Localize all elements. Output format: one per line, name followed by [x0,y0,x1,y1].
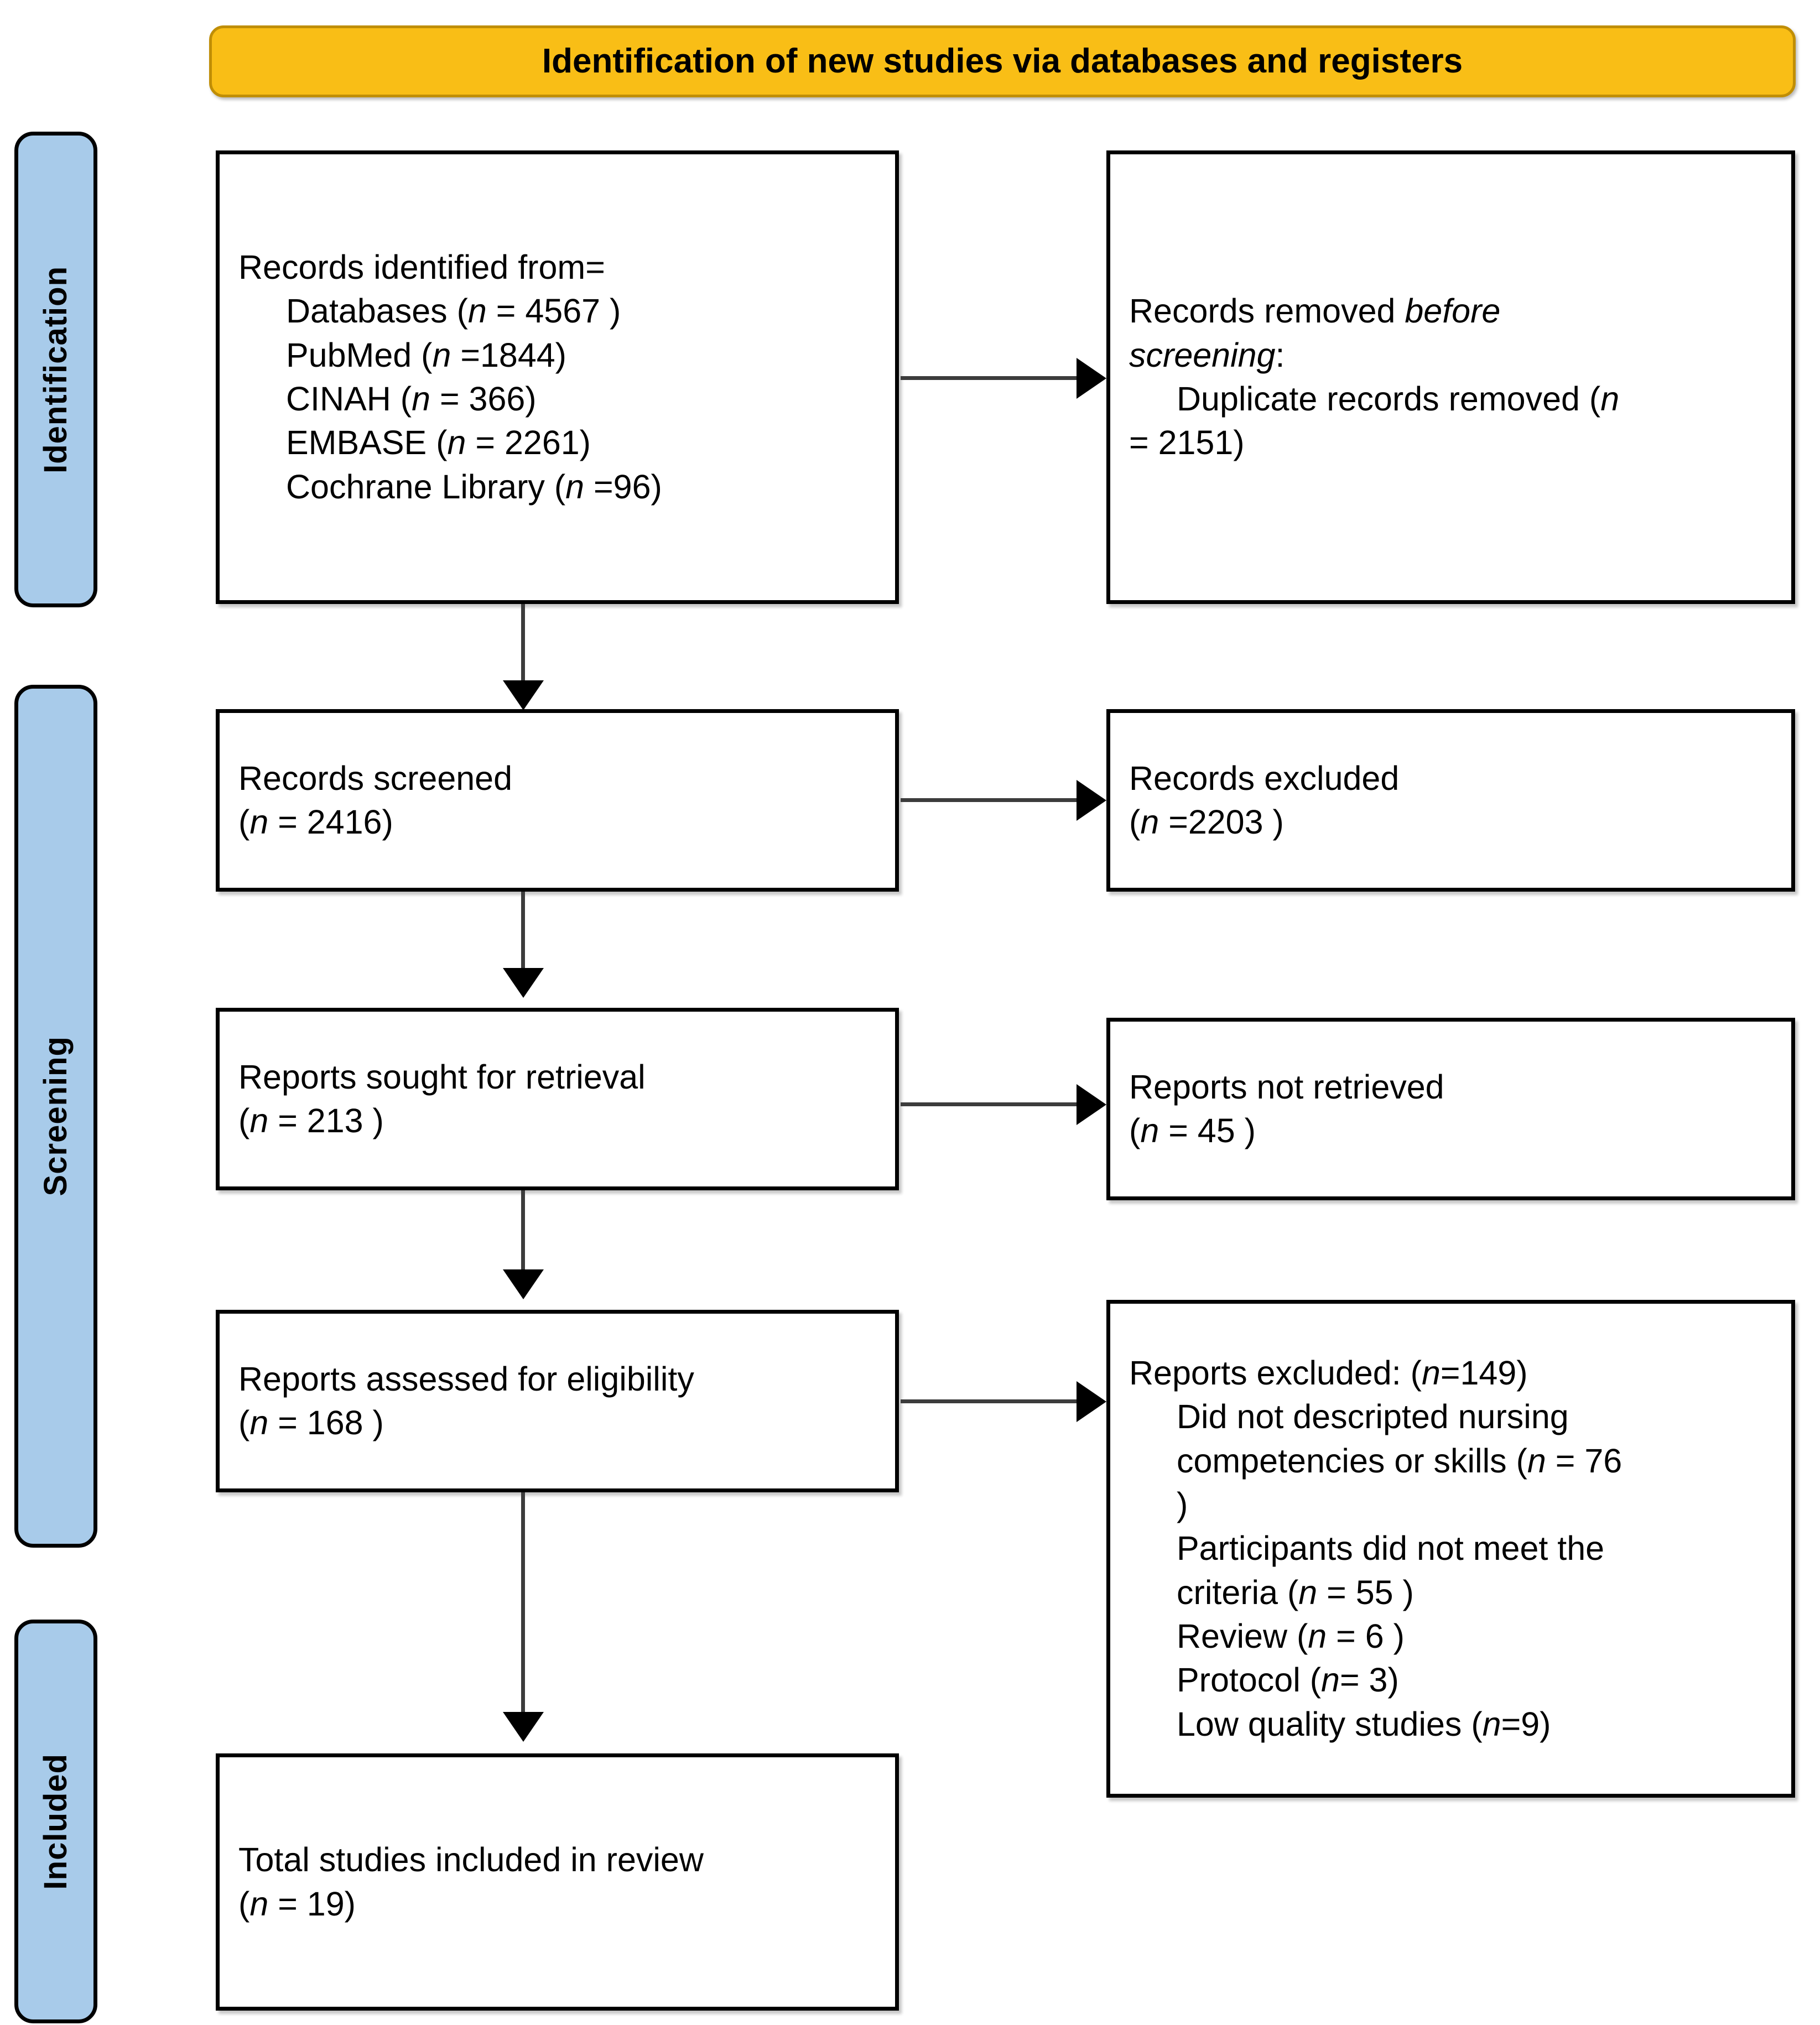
box-records-excluded: Records excluded (n =2203 ) [1106,709,1795,892]
connector-identified-to-removed [901,376,1077,380]
box-total-studies-included-content: Total studies included in review (n = 19… [220,1838,895,1926]
line-identified-2: PubMed (n =1844) [286,336,566,374]
connector-assessed-to-reports-excluded-arrowhead [1077,1381,1106,1422]
line-sought-0: Reports sought for retrieval [238,1058,646,1096]
box-reports-assessed: Reports assessed for eligibility (n = 16… [216,1310,899,1492]
line-identified-0: Records identified from= [238,248,605,287]
line-identified-3: CINAH (n = 366) [286,380,537,418]
line-screened-1: (n = 2416) [238,803,393,841]
line-reports-excluded-6: Review (n = 6 ) [1177,1617,1405,1655]
line-records-excluded-0: Records excluded [1129,759,1400,797]
connector-identified-to-screened [521,604,525,690]
box-reports-not-retrieved-content: Reports not retrieved (n = 45 ) [1110,1065,1791,1153]
box-reports-not-retrieved: Reports not retrieved (n = 45 ) [1106,1018,1795,1200]
phase-identification-label: Identification [38,266,74,473]
line-reports-excluded-2: competencies or skills (n = 76 [1177,1441,1623,1480]
box-reports-excluded: Reports excluded: (n=149) Did not descri… [1106,1300,1795,1798]
line-reports-excluded-0: Reports excluded: (n=149) [1129,1354,1528,1392]
phase-screening-label: Screening [38,1036,74,1196]
box-reports-sought: Reports sought for retrieval (n = 213 ) [216,1008,899,1190]
box-records-removed-before-screening: Records removed before screening: Duplic… [1106,150,1795,604]
phase-included-label: Included [38,1753,74,1890]
line-reports-excluded-5: criteria (n = 55 ) [1177,1573,1414,1611]
phase-identification: Identification [14,132,97,607]
line-reports-excluded-1: Did not descripted nursing [1177,1398,1569,1436]
connector-screened-to-excluded-arrowhead [1077,780,1106,821]
box-reports-excluded-content: Reports excluded: (n=149) Did not descri… [1110,1351,1791,1746]
line-screened-0: Records screened [238,759,513,797]
connector-screened-to-excluded [901,798,1077,802]
line-included-0: Total studies included in review [238,1841,704,1879]
box-records-excluded-content: Records excluded (n =2203 ) [1110,757,1791,845]
line-assessed-0: Reports assessed for eligibility [238,1360,694,1398]
connector-sought-to-not-retrieved [901,1102,1077,1106]
box-reports-sought-content: Reports sought for retrieval (n = 213 ) [220,1055,895,1143]
connector-screened-to-sought-arrowhead [503,968,544,998]
connector-assessed-to-reports-excluded [901,1399,1077,1403]
line-identified-5: Cochrane Library (n =96) [286,467,662,506]
box-total-studies-included: Total studies included in review (n = 19… [216,1753,899,2011]
connector-identified-to-removed-arrowhead [1077,358,1106,399]
line-reports-excluded-7: Protocol (n= 3) [1177,1661,1399,1699]
line-records-excluded-1: (n =2203 ) [1129,803,1284,841]
line-removed-3: = 2151) [1129,424,1245,462]
line-removed-1: screening: [1129,336,1285,374]
line-identified-4: EMBASE (n = 2261) [286,424,591,462]
line-not-retrieved-1: (n = 45 ) [1129,1112,1256,1149]
diagram-title: Identification of new studies via databa… [542,41,1463,80]
connector-sought-to-assessed [521,1190,525,1279]
line-reports-excluded-4: Participants did not meet the [1177,1529,1605,1568]
line-reports-excluded-8: Low quality studies (n=9) [1177,1705,1551,1743]
phase-screening: Screening [14,685,97,1548]
line-reports-excluded-3: ) [1177,1486,1188,1524]
connector-identified-to-screened-arrowhead [503,680,544,710]
box-reports-assessed-content: Reports assessed for eligibility (n = 16… [220,1357,895,1445]
box-records-identified-content: Records identified from= Databases (n = … [220,246,895,509]
connector-assessed-to-included-arrowhead [503,1712,544,1742]
diagram-title-banner: Identification of new studies via databa… [209,25,1796,97]
connector-sought-to-assessed-arrowhead [503,1269,544,1299]
line-sought-1: (n = 213 ) [238,1102,384,1139]
line-included-1: (n = 19) [238,1885,356,1923]
box-records-screened: Records screened (n = 2416) [216,709,899,892]
line-identified-1: Databases (n = 4567 ) [286,292,621,330]
connector-sought-to-not-retrieved-arrowhead [1077,1084,1106,1125]
line-assessed-1: (n = 168 ) [238,1404,384,1441]
line-removed-2: Duplicate records removed (n [1177,380,1620,418]
line-not-retrieved-0: Reports not retrieved [1129,1068,1444,1106]
phase-included: Included [14,1620,97,2023]
connector-assessed-to-included [521,1492,525,1722]
box-records-screened-content: Records screened (n = 2416) [220,757,895,845]
line-removed-0: Records removed before [1129,292,1501,330]
connector-screened-to-sought [521,892,525,977]
box-records-removed-content: Records removed before screening: Duplic… [1110,289,1791,465]
box-records-identified: Records identified from= Databases (n = … [216,150,899,604]
